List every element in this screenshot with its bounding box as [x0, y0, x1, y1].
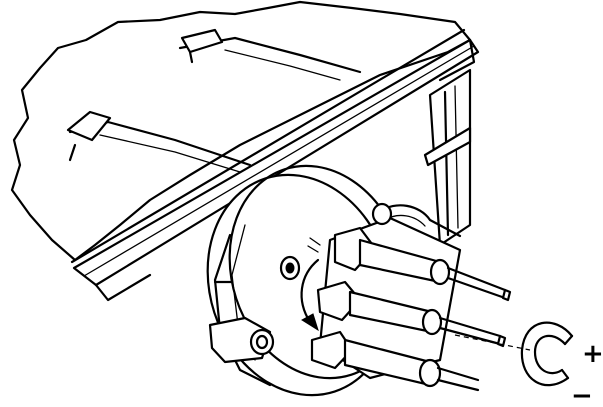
- mounting-lug: [208, 316, 275, 364]
- panel-seam-lower: [99, 134, 241, 173]
- polarity-minus: −: [571, 381, 593, 407]
- panel-clip-top: [180, 28, 224, 64]
- panel-clip-left: [66, 110, 112, 162]
- polarity-plus: +: [582, 339, 603, 369]
- terminal-upper: [333, 226, 512, 302]
- panel-fold-upper-inner: [224, 49, 341, 81]
- terminal-middle: [316, 280, 507, 348]
- housing-index-mark: [279, 255, 301, 281]
- background-panel: [10, 0, 472, 262]
- terminal-lower: [310, 330, 480, 392]
- alignment-line: [454, 334, 531, 351]
- terminal-block: [310, 202, 512, 392]
- vertical-bracket: [423, 68, 472, 247]
- mounting-rail: [70, 28, 480, 302]
- retaining-ring: [520, 321, 574, 387]
- rotation-arrow: [300, 237, 321, 332]
